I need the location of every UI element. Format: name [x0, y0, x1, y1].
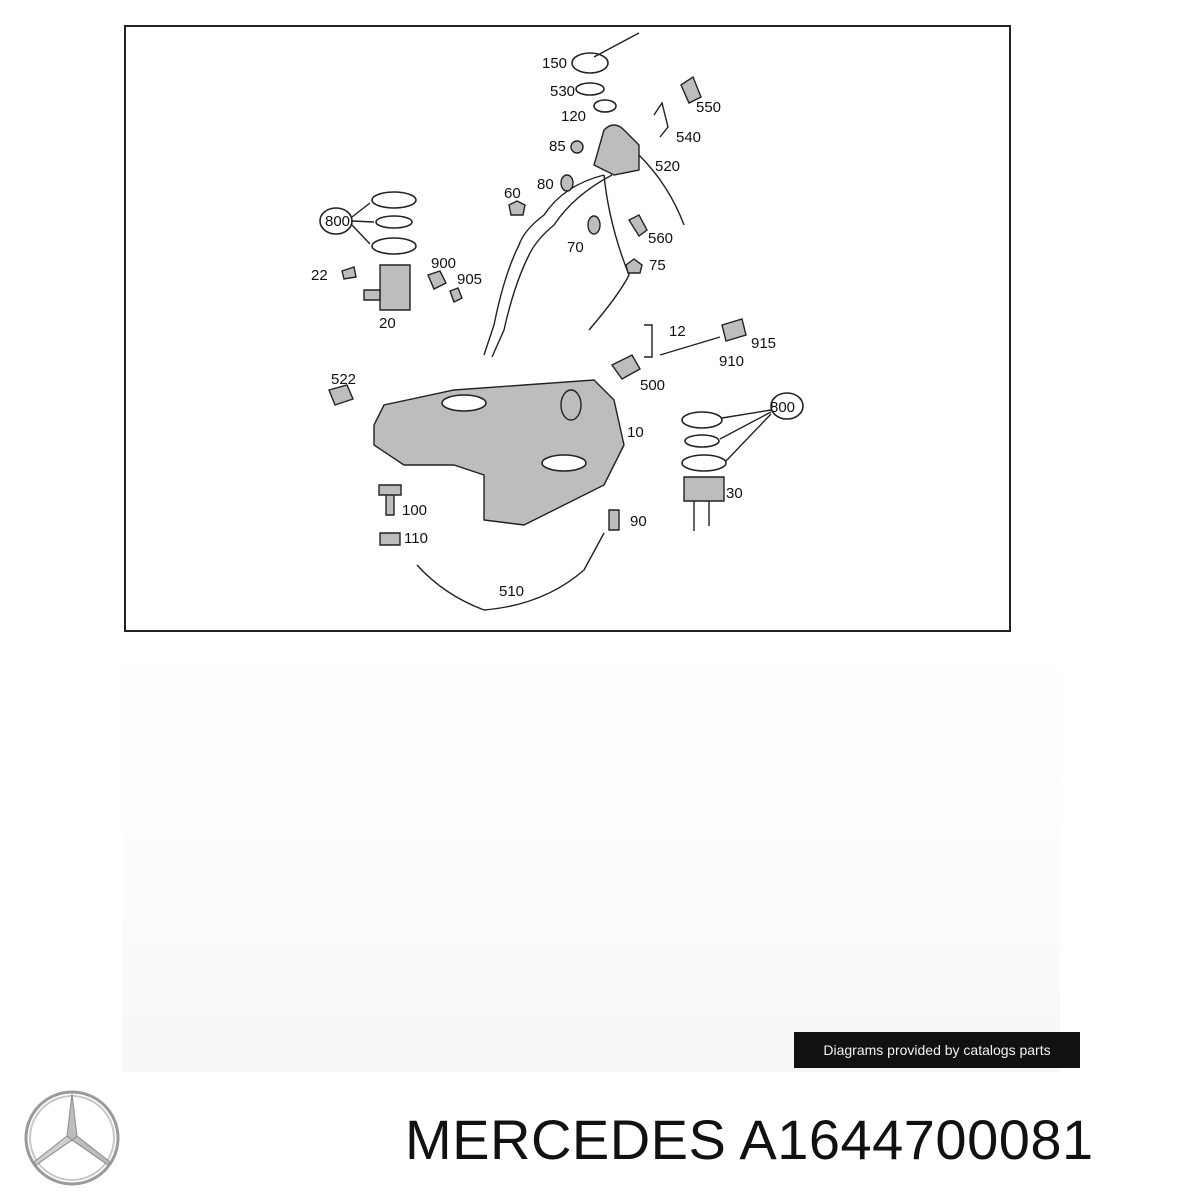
callout-910: 910: [719, 353, 744, 370]
valve-910: [721, 318, 747, 342]
part-title: MERCEDES A1644700081: [405, 1110, 1094, 1170]
callout-70: 70: [567, 239, 584, 256]
callout-80: 80: [537, 176, 554, 193]
sender-unit-20: [319, 191, 463, 311]
nut-75: [625, 258, 643, 274]
grommet-85: [570, 140, 584, 154]
brand-name: MERCEDES: [405, 1108, 727, 1171]
strap-510: [416, 532, 605, 611]
clip-12: [644, 324, 653, 358]
fuel-tank-parts-diagram: 150 530 120 85 80 60 550 540 520 560 70 …: [311, 32, 804, 611]
callout-30: 30: [726, 485, 743, 502]
grommet-110: [379, 532, 401, 546]
mount-100: [378, 484, 402, 516]
mercedes-star-icon: [24, 1090, 120, 1186]
callout-560: 560: [648, 230, 673, 247]
callout-800-right: 800: [770, 399, 795, 416]
callout-150: 150: [542, 55, 567, 72]
callout-100: 100: [402, 502, 427, 519]
clip-560: [627, 214, 648, 238]
callout-110: 110: [404, 530, 428, 547]
callout-85: 85: [549, 138, 566, 155]
callout-900: 900: [431, 255, 456, 272]
filler-neck-520: [483, 124, 685, 358]
background-panel: [122, 632, 1060, 1072]
vent-550: [680, 75, 702, 104]
callout-12: 12: [669, 323, 686, 340]
bolt-90: [608, 509, 620, 531]
sender-unit-30: [681, 392, 804, 531]
callout-90: 90: [630, 513, 647, 530]
callout-22: 22: [311, 267, 328, 284]
callout-522: 522: [331, 371, 356, 388]
callout-800-left: 800: [325, 213, 350, 230]
callout-915: 915: [751, 335, 776, 352]
callout-530: 530: [550, 83, 575, 100]
callout-120: 120: [561, 108, 586, 125]
callout-10: 10: [627, 424, 644, 441]
callout-540: 540: [676, 129, 701, 146]
grommet-80: [560, 174, 574, 192]
bolt-60: [508, 200, 526, 216]
callout-550: 550: [696, 99, 721, 116]
bracket-522: [328, 384, 354, 406]
diagram-frame: [124, 25, 1011, 632]
callout-20: 20: [379, 315, 396, 332]
fuel-tank-10: [373, 379, 625, 526]
sensor-500: [610, 354, 641, 380]
clip-70: [587, 215, 601, 235]
callout-60: 60: [504, 185, 521, 202]
filler-cap-150: [571, 32, 640, 113]
callout-75: 75: [649, 257, 666, 274]
callout-905: 905: [457, 271, 482, 288]
callout-510: 510: [499, 583, 524, 600]
callout-520: 520: [655, 158, 680, 175]
clip-540: [653, 101, 669, 138]
diagram-credit-badge: Diagrams provided by catalogs parts: [794, 1032, 1080, 1068]
part-number: A1644700081: [739, 1108, 1094, 1171]
callout-500: 500: [640, 377, 665, 394]
